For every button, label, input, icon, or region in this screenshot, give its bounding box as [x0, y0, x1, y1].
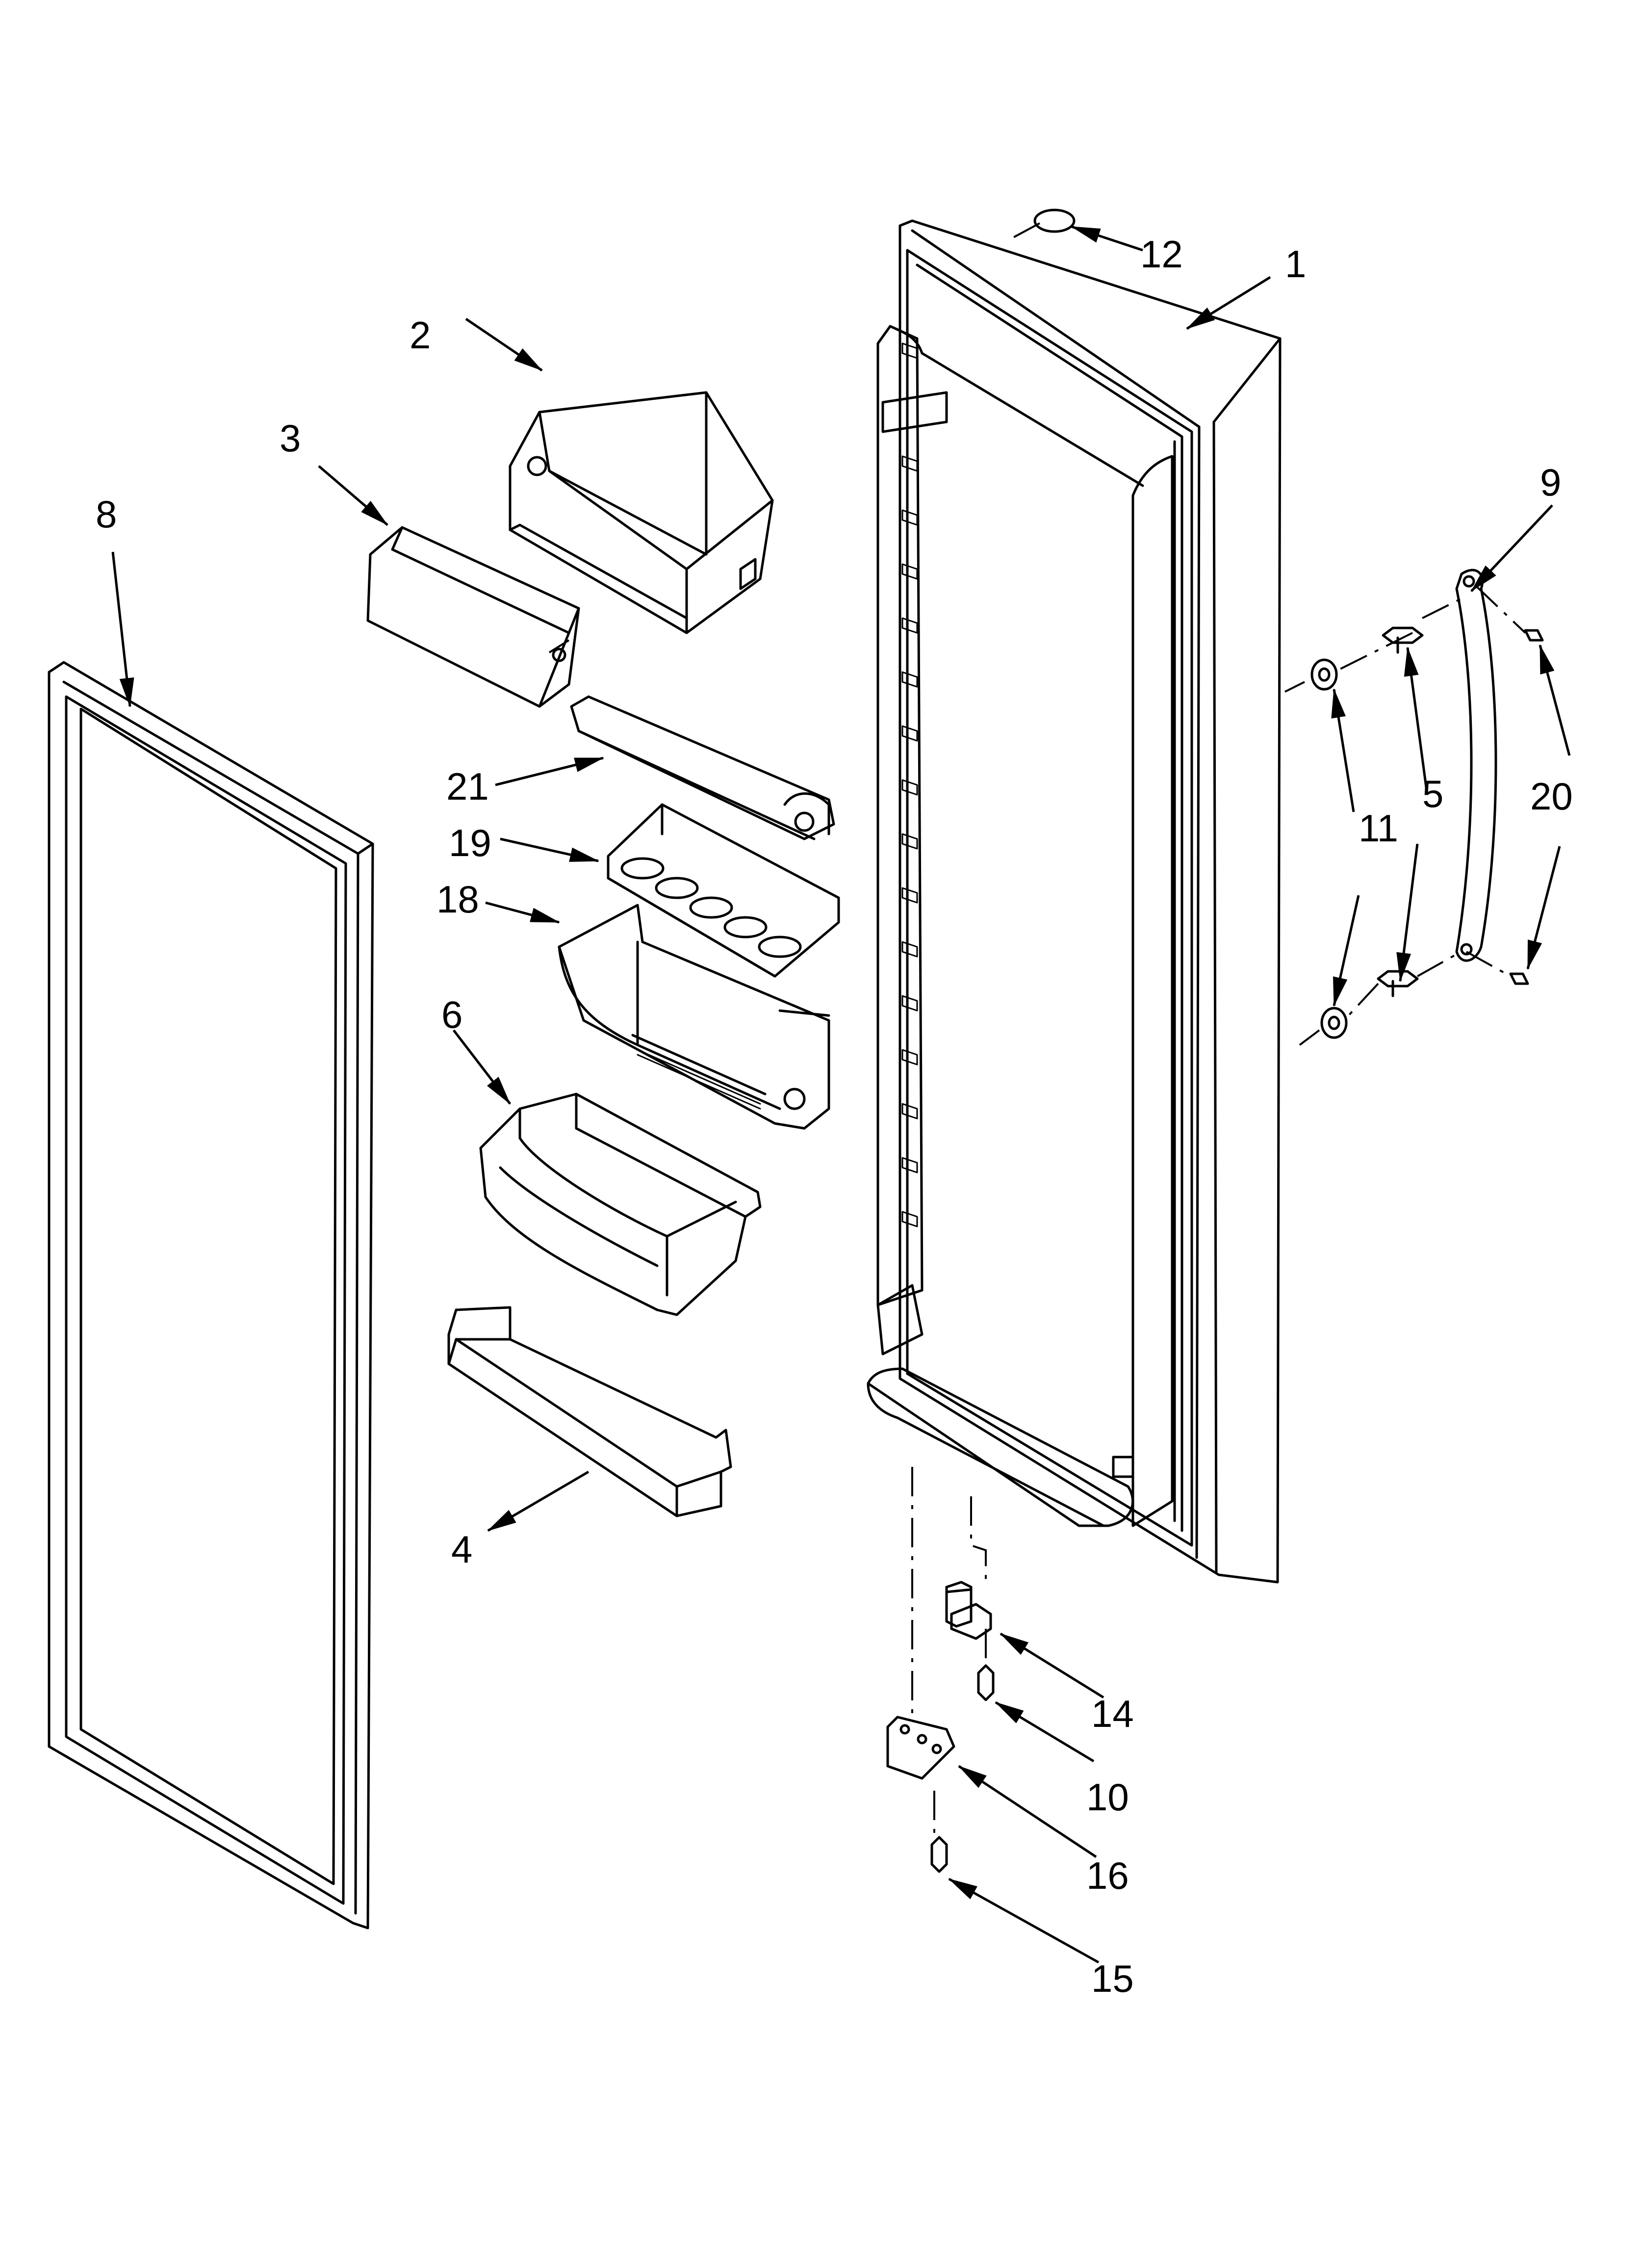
- shelf-rail-part-21: [570, 695, 835, 840]
- screw-part-15: [930, 1836, 948, 1873]
- callout-18: 18: [436, 878, 479, 921]
- hinge-bracket-part-16: [886, 1716, 955, 1780]
- screw-part-10: [977, 1664, 995, 1701]
- spacer-part-11-bottom: [1320, 1007, 1348, 1039]
- door-liner-part-1: [867, 219, 1282, 1584]
- callout-6: 6: [441, 993, 462, 1036]
- dairy-door-part-3: [366, 526, 580, 708]
- egg-tray-part-19: [607, 803, 840, 978]
- shelf-bin-part-18: [558, 904, 830, 1130]
- callout-1: 1: [1285, 242, 1306, 286]
- spacer-part-11-top: [1310, 658, 1338, 691]
- door-bin-part-6: [479, 1093, 762, 1316]
- hinge-pin-part-14: [945, 1581, 992, 1640]
- callout-19: 19: [449, 821, 491, 864]
- door-gasket-part-8: [48, 661, 374, 1929]
- callout-3: 3: [280, 417, 301, 460]
- screw-part-5-bottom: [1377, 970, 1419, 997]
- handle-part-9: [1455, 569, 1497, 962]
- callout-20: 20: [1530, 775, 1573, 818]
- callout-11: 11: [1359, 807, 1398, 850]
- set-screw-part-20-top: [1524, 629, 1544, 642]
- screw-part-5-top: [1382, 626, 1424, 654]
- callout-12: 12: [1140, 233, 1183, 276]
- callout-9: 9: [1540, 461, 1561, 504]
- set-screw-part-20-bottom: [1509, 972, 1529, 985]
- plug-part-12: [1033, 209, 1076, 233]
- callout-10: 10: [1086, 1775, 1129, 1819]
- callout-8: 8: [96, 493, 117, 536]
- door-rail-part-4: [447, 1306, 732, 1517]
- shelf-tabs: [901, 342, 918, 1227]
- callout-15: 15: [1091, 1957, 1134, 2000]
- callout-21: 21: [446, 765, 489, 808]
- assembly-lines: [548, 222, 1526, 1835]
- callout-16: 16: [1086, 1854, 1129, 1897]
- callout-2: 2: [410, 313, 431, 357]
- leader-lines: [111, 225, 1571, 1964]
- callout-5: 5: [1422, 772, 1443, 815]
- callout-14: 14: [1091, 1692, 1134, 1735]
- dairy-housing-part-2: [509, 391, 774, 634]
- callout-4: 4: [451, 1528, 472, 1571]
- callout-numbers: 1 2 3 4 5 6 8 9 10 11 12 14 15 16 18 19 …: [96, 233, 1573, 2000]
